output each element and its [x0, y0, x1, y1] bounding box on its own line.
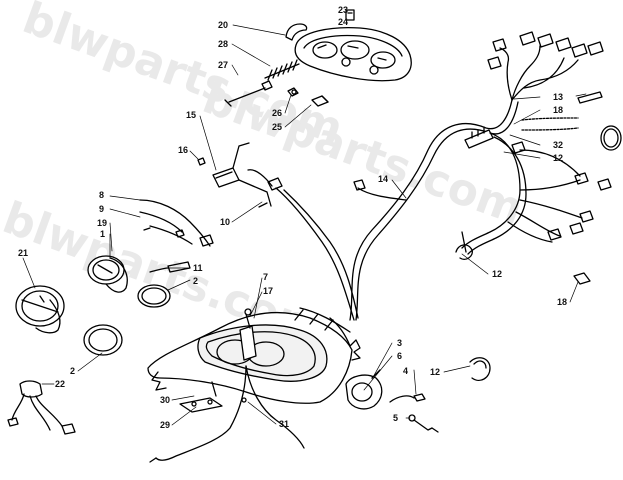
callout-23: 23 — [338, 5, 348, 15]
callout-10: 10 — [220, 217, 230, 227]
clip-part — [345, 9, 355, 21]
speedometer-wiring — [7, 380, 76, 435]
mounting-bracket-part — [179, 381, 223, 413]
ignition-key-part — [408, 414, 439, 433]
callout-31: 31 — [279, 419, 289, 429]
callout-18-bottom: 18 — [557, 297, 567, 307]
callout-6: 6 — [397, 351, 402, 361]
callout-16: 16 — [178, 145, 188, 155]
instrument-cluster-housing — [294, 26, 412, 82]
callout-27: 27 — [218, 60, 228, 70]
callout-1: 1 — [100, 229, 105, 239]
callout-12-mid: 12 — [492, 269, 502, 279]
tachometer-gauge — [87, 255, 128, 293]
callout-28: 28 — [218, 39, 228, 49]
callout-5: 5 — [393, 413, 398, 423]
callout-2-upper: 2 — [193, 276, 198, 286]
callout-3: 3 — [397, 338, 402, 348]
callout-4: 4 — [403, 366, 408, 376]
gauge-wiring-left — [139, 199, 214, 247]
callout-7: 7 — [263, 272, 268, 282]
speedometer-gauge — [15, 285, 65, 334]
bulb-socket-part-18 — [573, 272, 591, 285]
fuse-holder-part — [577, 91, 603, 104]
console-panel — [147, 307, 361, 404]
callout-11: 11 — [193, 263, 203, 273]
grommet-part — [287, 87, 299, 97]
callout-26: 26 — [272, 108, 282, 118]
callout-32: 32 — [553, 140, 563, 150]
callout-22: 22 — [55, 379, 65, 389]
cable-tie-part-32 — [521, 117, 579, 131]
callout-labels: 20 23 24 28 27 26 25 15 16 10 8 9 19 1 1… — [18, 5, 567, 430]
watermark-text-mid: blwparts.com — [196, 72, 529, 235]
main-wiring-harness — [275, 31, 612, 321]
callout-25: 25 — [272, 122, 282, 132]
clamp-ring-part — [600, 125, 622, 151]
callout-14: 14 — [378, 174, 388, 184]
lock-nut-part — [413, 393, 426, 402]
callout-8: 8 — [99, 190, 104, 200]
callout-30: 30 — [160, 395, 170, 405]
connector-part-12 — [511, 141, 526, 154]
rubber-boot-part — [285, 23, 308, 41]
callout-19: 19 — [97, 218, 107, 228]
bolt-part — [224, 80, 273, 107]
callout-2-lower: 2 — [70, 366, 75, 376]
callout-15: 15 — [186, 110, 196, 120]
callout-29: 29 — [160, 420, 170, 430]
bracket-part — [212, 142, 283, 208]
callout-12-lower: 12 — [430, 367, 440, 377]
leader-lines — [22, 13, 587, 426]
gauge-bezel-ring-upper — [137, 284, 171, 308]
screw-part — [197, 157, 206, 166]
spring-part — [264, 59, 300, 81]
gauge-bezel-ring-lower — [83, 324, 123, 356]
retaining-ring-part — [469, 357, 491, 382]
console-wire-lead — [149, 365, 305, 463]
callout-13: 13 — [553, 92, 563, 102]
callout-9: 9 — [99, 204, 104, 214]
callout-17: 17 — [263, 286, 273, 296]
nut-part — [311, 95, 329, 107]
callout-20: 20 — [218, 20, 228, 30]
callout-21: 21 — [18, 248, 28, 258]
callout-18-top: 18 — [553, 105, 563, 115]
callout-24: 24 — [338, 17, 348, 27]
callout-12-right: 12 — [553, 153, 563, 163]
small-screw-part — [241, 397, 247, 403]
